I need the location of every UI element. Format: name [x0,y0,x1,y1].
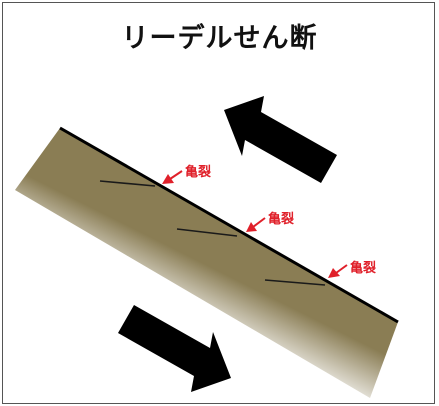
shear-arrow-lower-right [118,305,231,392]
crack-label-3: 亀裂 [350,260,377,276]
riedel-crack-1 [99,180,156,187]
shear-arrow-upper-left [224,96,337,183]
riedel-crack-2 [176,228,238,237]
fault-zone-band [15,128,398,398]
fault-line [59,126,399,324]
crack-pointer-arrow-2 [246,217,266,232]
crack-pointer-arrow-1 [162,170,183,184]
crack-label-1: 亀裂 [185,164,212,180]
crack-pointer-arrow-3 [328,264,348,278]
crack-label-2: 亀裂 [268,211,295,227]
diagram-title: リーデルせん断 [121,23,318,54]
riedel-crack-3 [264,279,326,286]
